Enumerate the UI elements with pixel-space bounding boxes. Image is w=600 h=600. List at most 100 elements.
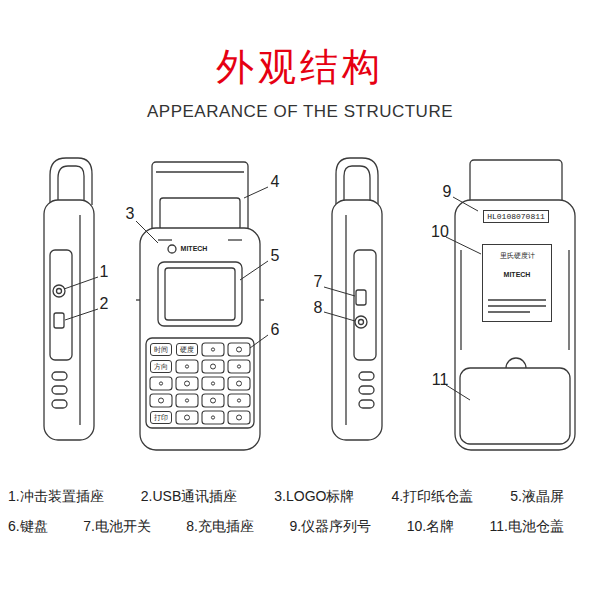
left-side-view <box>57 289 62 294</box>
back-view <box>488 305 546 306</box>
leader-line <box>324 312 355 321</box>
back-view <box>455 160 575 450</box>
parts-list-row: 1.冲击装置插座2.USB通讯插座3.LOGO标牌4.打印纸仓盖5.液晶屏 <box>0 488 600 506</box>
keypad-key <box>150 343 250 424</box>
part-name: 11.电池仓盖 <box>490 518 564 536</box>
back-view <box>460 368 570 444</box>
left-side-view <box>53 285 65 297</box>
callout-number: 6 <box>271 321 280 339</box>
keypad-key <box>237 381 242 386</box>
keypad-key <box>202 377 224 390</box>
left-side-view <box>54 313 64 328</box>
keypad-key <box>228 394 250 407</box>
right-side-view <box>359 320 364 325</box>
keypad-key <box>228 411 250 424</box>
leader-line <box>250 335 268 348</box>
keypad-key <box>176 411 198 424</box>
keypad-key <box>228 360 250 373</box>
keypad-key: 打印 <box>150 411 172 424</box>
keypad-key <box>202 394 224 407</box>
keypad-key <box>202 343 224 356</box>
right-side-view <box>354 250 376 360</box>
leader-line <box>64 277 98 289</box>
front-view <box>158 239 172 240</box>
keypad-key <box>176 377 198 390</box>
left-side-view <box>79 215 80 425</box>
keypad-key <box>211 382 214 385</box>
leader-line <box>446 237 481 254</box>
keypad-key <box>185 399 188 402</box>
callout-number: 5 <box>271 247 280 265</box>
right-side-view <box>355 316 367 328</box>
part-name: 2.USB通讯插座 <box>141 488 237 506</box>
part-name: 8.充电插座 <box>186 518 254 536</box>
keypad-key <box>228 377 250 390</box>
part-name: 7.电池开关 <box>83 518 151 536</box>
keypad-key <box>211 398 216 403</box>
front-view <box>168 245 176 253</box>
left-side-view <box>52 386 67 394</box>
leader-line <box>244 187 268 198</box>
keypad-key <box>150 377 172 390</box>
keypad-key <box>237 347 242 352</box>
right-side-view <box>332 200 382 440</box>
front-view <box>165 268 235 320</box>
back-view <box>460 250 461 350</box>
back-view <box>506 358 526 368</box>
key-label: 硬度 <box>180 345 194 355</box>
logo-text: MITECH <box>181 245 208 253</box>
keypad-key <box>228 343 250 356</box>
keypad-key <box>228 360 250 373</box>
keypad-key <box>150 394 172 407</box>
right-side-view <box>359 372 374 380</box>
callout-number: 10 <box>431 223 449 241</box>
left-side-view <box>50 250 72 360</box>
serial-number-plate: HL0108070811 <box>483 210 549 223</box>
keypad-key: 时间 <box>150 343 172 356</box>
keypad-key <box>150 394 172 407</box>
front-view <box>146 338 254 428</box>
keypad-key <box>202 411 224 424</box>
front-view <box>260 299 264 300</box>
keypad-key <box>185 415 190 420</box>
callout-number: 7 <box>314 273 323 291</box>
callout-number: 8 <box>314 299 323 317</box>
front-view <box>158 262 242 326</box>
right-side-view <box>332 158 382 440</box>
nameplate-text: MITECH <box>504 271 531 278</box>
callout-number: 3 <box>126 205 135 223</box>
leader-line <box>446 385 470 400</box>
leader-line <box>453 197 478 211</box>
keypad-key <box>176 377 198 390</box>
keypad-key <box>176 411 198 424</box>
page-title: 外观结构 <box>216 46 384 90</box>
part-name: 3.LOGO标牌 <box>274 488 354 506</box>
keypad-key <box>237 415 242 420</box>
front-view <box>136 299 140 300</box>
key-label: 时间 <box>154 345 168 355</box>
keypad-key <box>228 411 250 424</box>
front-view <box>160 198 240 230</box>
callout-number: 2 <box>100 295 109 313</box>
part-name: 6.键盘 <box>8 518 48 536</box>
front-view <box>152 162 248 238</box>
keypad-key: 硬度 <box>176 343 198 356</box>
leader-line <box>64 187 481 400</box>
part-name: 9.仪器序列号 <box>289 518 371 536</box>
keypad-key <box>211 348 214 351</box>
keypad-key <box>237 399 240 402</box>
front-view <box>140 228 260 450</box>
right-side-view <box>359 386 374 394</box>
keypad-key <box>159 382 162 385</box>
front-view <box>136 162 264 450</box>
serial-number: HL0108070811 <box>487 212 545 221</box>
callout-number: 9 <box>443 183 452 201</box>
keypad-key <box>202 343 224 356</box>
part-name: 4.打印纸仓盖 <box>392 488 474 506</box>
keypad-key <box>185 365 188 368</box>
leader-line <box>136 221 158 243</box>
right-side-view <box>359 400 374 408</box>
callout-number: 11 <box>432 371 449 389</box>
